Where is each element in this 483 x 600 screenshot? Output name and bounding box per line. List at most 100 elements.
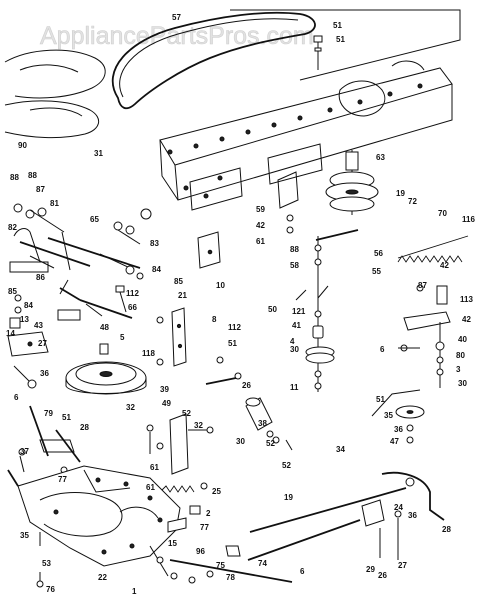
callout-label: 42: [440, 261, 449, 270]
callout-label: 3: [456, 365, 461, 374]
callout-label: 75: [216, 561, 225, 570]
callout-label: 121: [292, 307, 306, 316]
callout-label: 77: [200, 523, 209, 532]
callout-label: 21: [178, 291, 187, 300]
callout-label: 87: [36, 185, 45, 194]
callout-label: 30: [290, 345, 299, 354]
callout-label: 28: [80, 423, 89, 432]
callout-label: 88: [290, 245, 299, 254]
callout-label: 29: [366, 565, 375, 574]
callout-label: 118: [142, 349, 155, 358]
bracket-58: [197, 231, 221, 269]
callout-label: 30: [458, 379, 467, 388]
callout-label: 82: [8, 223, 17, 232]
hood-panel: [4, 49, 106, 139]
pedal-assembly: [57, 279, 133, 321]
callout-label: 36: [394, 425, 403, 434]
callout-label: 113: [460, 295, 473, 304]
callout-label: 96: [196, 547, 205, 556]
shift-arm-right: [398, 284, 451, 388]
callout-label: 88: [10, 173, 19, 182]
callout-label: 34: [336, 445, 345, 454]
callout-label: 70: [438, 209, 447, 218]
rod-18: [205, 356, 242, 385]
callout-label: 43: [34, 321, 43, 330]
center-shaft: [295, 244, 335, 392]
callout-label: 19: [396, 189, 405, 198]
callout-label: 32: [194, 421, 203, 430]
callout-label: 85: [8, 287, 17, 296]
watermark: AppliancePartsPros.com: [40, 22, 314, 50]
callout-label: 27: [38, 339, 47, 348]
callout-label: 51: [228, 339, 237, 348]
callout-label: 65: [90, 215, 99, 224]
main-frame: [159, 9, 461, 211]
left-bracket-group: [7, 294, 49, 389]
callout-label: 31: [94, 149, 103, 158]
callout-label: 66: [128, 303, 137, 312]
callout-label: 61: [150, 463, 159, 472]
callout-label: 53: [42, 559, 51, 568]
callout-label: 5: [120, 333, 125, 342]
callout-label: 51: [333, 21, 342, 30]
callout-label: 112: [126, 289, 139, 298]
callout-label: 35: [384, 411, 393, 420]
callout-label: 6: [14, 393, 19, 402]
callout-label: 116: [462, 215, 475, 224]
callout-label: 4: [290, 337, 295, 346]
callout-label: 24: [394, 503, 403, 512]
idler-bracket: [277, 171, 359, 246]
callout-label: 47: [390, 437, 399, 446]
callout-label: 10: [216, 281, 225, 290]
callout-label: 52: [282, 461, 291, 470]
callout-label: 1: [132, 587, 137, 596]
callout-label: 39: [160, 385, 169, 394]
callout-label: 11: [290, 383, 299, 392]
callout-label: 25: [212, 487, 221, 496]
callout-labels: 57 51 51 90 31 63 88 87 88 19 72 70 116 …: [6, 13, 475, 596]
callout-label: 28: [442, 525, 451, 534]
callout-label: 40: [458, 335, 467, 344]
callout-label: 13: [20, 315, 29, 324]
callout-label: 57: [172, 13, 181, 22]
callout-label: 63: [376, 153, 385, 162]
shift-rod: [225, 471, 445, 561]
left-link-group: [18, 405, 81, 474]
callout-label: 76: [46, 585, 55, 594]
callout-label: 78: [226, 573, 235, 582]
callout-label: 81: [50, 199, 59, 208]
callout-label: 27: [398, 561, 407, 570]
bolt-51-top: [313, 35, 323, 70]
brake-rod: [36, 545, 293, 588]
callout-label: 61: [146, 483, 155, 492]
callout-label: 26: [242, 381, 251, 390]
callout-label: 35: [20, 531, 29, 540]
callout-label: 80: [456, 351, 465, 360]
lever-49: [371, 389, 425, 444]
callout-label: 86: [36, 273, 45, 282]
callout-label: 36: [40, 369, 49, 378]
callout-label: 26: [378, 571, 387, 580]
callout-label: 49: [162, 399, 171, 408]
drive-belt: [111, 11, 316, 110]
callout-label: 112: [228, 323, 241, 332]
callout-label: 6: [300, 567, 305, 576]
callout-label: 42: [462, 315, 471, 324]
callout-label: 15: [168, 539, 177, 548]
callout-label: 50: [268, 305, 277, 314]
callout-label: 87: [418, 281, 427, 290]
callout-label: 22: [98, 573, 107, 582]
callout-label: 42: [256, 221, 265, 230]
callout-label: 79: [44, 409, 53, 418]
bracket-113: [156, 307, 187, 367]
callout-label: 72: [408, 197, 417, 206]
callout-label: 19: [284, 493, 293, 502]
callout-label: 30: [236, 437, 245, 446]
callout-label: 51: [62, 413, 71, 422]
transaxle: [7, 465, 181, 567]
callout-label: 2: [206, 509, 211, 518]
callout-label: 51: [376, 395, 385, 404]
callout-label: 61: [256, 237, 265, 246]
center-bracket: [146, 413, 214, 475]
